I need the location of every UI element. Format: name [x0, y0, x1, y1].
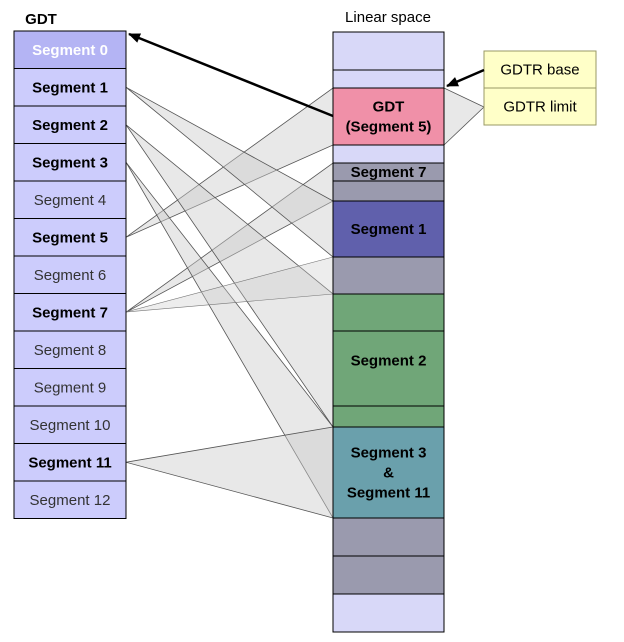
- linear-block: [332, 180, 445, 202]
- linear-block: [332, 593, 445, 633]
- gdt-entry-label: Segment 3: [32, 154, 108, 171]
- linear-block-rect: [332, 426, 445, 519]
- gdt-entry-label: Segment 12: [30, 492, 111, 509]
- gdt-table: Segment 0 Segment 1 Segment 2 Segment 3 Segm…: [13, 30, 127, 519]
- linear-space-column: GDT (Segment 5) Segment 7 Segment 1 Segment …: [332, 31, 445, 633]
- gdt-entry: Segment 6: [13, 255, 127, 294]
- gdt-entry-label: Segment 8: [34, 342, 107, 359]
- gdt-entry-label: Segment 1: [32, 79, 108, 96]
- gdt-entry: Segment 8: [13, 330, 127, 369]
- mapping-lines: [128, 32, 485, 118]
- linear-block: [332, 31, 445, 71]
- linear-block-label: GDT: [373, 99, 405, 116]
- gdt-entry-cell: [13, 480, 127, 519]
- gdt-entry-label: Segment 9: [34, 379, 107, 396]
- gdtr-field-cell: [483, 87, 597, 126]
- linear-block-label: Segment 1: [351, 221, 427, 238]
- gdt-entry-label: Segment 10: [30, 417, 111, 434]
- gdt-entry: Segment 11: [13, 443, 127, 482]
- gdt-entry: Segment 1: [13, 68, 127, 107]
- gdt-pointer-arrow: [128, 32, 334, 118]
- gdt-title: GDT: [25, 11, 57, 28]
- linear-block-rect: [332, 555, 445, 595]
- linear-space-title: Linear space: [345, 9, 431, 26]
- linear-block: [332, 517, 445, 557]
- linear-block-label: &: [383, 465, 394, 482]
- linear-block-rect: [332, 31, 445, 71]
- gdt-entry-cell: [13, 443, 127, 482]
- linear-block-label: Segment 7: [351, 164, 427, 181]
- gdt-entry: Segment 3: [13, 143, 127, 182]
- linear-block-label: Segment 11: [347, 485, 430, 502]
- linear-block-rect: [332, 593, 445, 633]
- linear-block-rect: [332, 256, 445, 295]
- gdt-entry: Segment 4: [13, 180, 127, 219]
- shade-segment-11: [125, 426, 334, 519]
- linear-block-rect: [332, 200, 445, 258]
- gdtr-field: GDTR limit: [483, 87, 597, 126]
- gdt-entry: Segment 0: [13, 30, 127, 69]
- gdt-entry-cell: [13, 180, 127, 219]
- linear-block-rect: [332, 87, 445, 146]
- linear-block: Segment 7: [332, 162, 445, 182]
- linear-block: [332, 555, 445, 595]
- linear-block: Segment 1: [332, 200, 445, 258]
- gdtr-field: GDTR base: [483, 50, 597, 89]
- gdt-entry: Segment 12: [13, 480, 127, 519]
- gdt-entry: Segment 5: [13, 218, 127, 257]
- gdt-entry-cell: [13, 368, 127, 407]
- gdt-entry-label: Segment 4: [34, 192, 107, 209]
- mapping-shades: [125, 86, 485, 520]
- gdt-entry: Segment 2: [13, 105, 127, 144]
- gdt-entry: Segment 9: [13, 368, 127, 407]
- gdt-entry-cell: [13, 105, 127, 144]
- linear-block-rect: [332, 293, 445, 428]
- gdtr-base-arrow: [446, 68, 485, 88]
- gdt-entry-cell: [13, 143, 127, 182]
- gdtr-field-label: GDTR limit: [503, 99, 577, 116]
- linear-block-rect: [332, 180, 445, 202]
- gdt-entry-label: Segment 2: [32, 117, 108, 134]
- gdt-entry-cell: [13, 293, 127, 332]
- gdt-entry-cell: [13, 30, 127, 69]
- gdt-entry-label: Segment 11: [28, 454, 111, 471]
- linear-block-label: (Segment 5): [346, 119, 432, 136]
- gdt-entry-label: Segment 7: [32, 304, 108, 321]
- linear-block-label: Segment 3: [351, 445, 427, 462]
- gdt-entry-label: Segment 5: [32, 229, 108, 246]
- gdt-entry-label: Segment 0: [32, 42, 108, 59]
- gdtr-field-label: GDTR base: [500, 62, 579, 79]
- linear-block: [332, 144, 445, 164]
- linear-block-rect: [332, 69, 445, 89]
- linear-block: [332, 69, 445, 89]
- gdt-entry-cell: [13, 218, 127, 257]
- linear-block: [332, 256, 445, 295]
- gdt-entry-label: Segment 6: [34, 267, 107, 284]
- linear-block: GDT (Segment 5): [332, 87, 445, 146]
- gdt-entry-cell: [13, 68, 127, 107]
- gdtr-field-cell: [483, 50, 597, 89]
- linear-block: Segment 2: [332, 293, 445, 428]
- gdt-entry: Segment 7: [13, 293, 127, 332]
- linear-block-label: Segment 2: [351, 353, 427, 370]
- gdt-entry-cell: [13, 330, 127, 369]
- gdt-entry: Segment 10: [13, 405, 127, 444]
- linear-block: Segment 3 & Segment 11: [332, 426, 445, 519]
- linear-block-rect: [332, 517, 445, 557]
- shade-gdtr-limit: [443, 87, 485, 146]
- linear-block-rect: [332, 144, 445, 164]
